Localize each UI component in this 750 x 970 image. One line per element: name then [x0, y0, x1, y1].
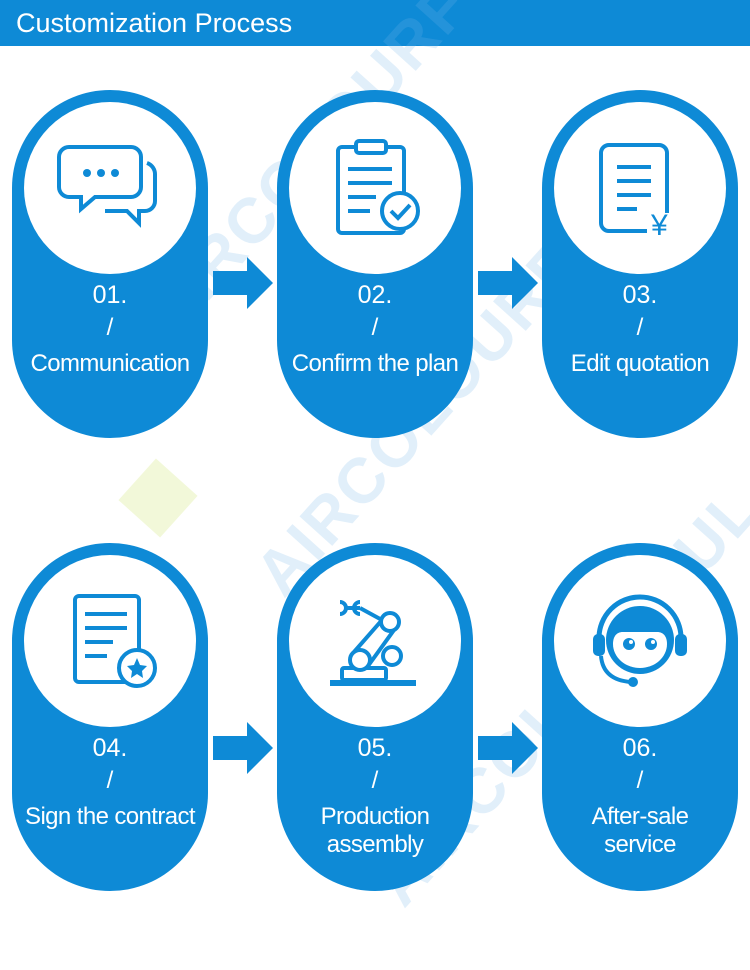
step-separator: /	[636, 314, 644, 341]
step-label: Confirm the plan	[277, 350, 473, 378]
step-separator: /	[636, 767, 644, 794]
step-separator: /	[106, 767, 114, 794]
robot-arm-icon	[330, 600, 416, 686]
step-production-assembly: 05. / Production assembly	[277, 543, 473, 891]
step-label-line: service	[604, 831, 676, 858]
step-label-line: assembly	[326, 831, 424, 858]
step-number: 03.	[622, 281, 658, 309]
step-label-line: Confirm the plan	[291, 350, 459, 377]
arrow-right-icon	[213, 257, 273, 309]
page-title: Customization Process	[16, 8, 293, 38]
step-icon-circle	[554, 555, 726, 727]
step-separator: /	[371, 314, 379, 341]
step-number: 02.	[357, 281, 393, 309]
step-label: Sign the contract	[12, 803, 208, 831]
step-label: After-sale service	[542, 803, 738, 859]
step-label: Communication	[12, 350, 208, 378]
watermark-badge	[118, 458, 198, 538]
clipboard-check-icon	[336, 139, 420, 235]
step-after-sale-service: 06. / After-sale service	[542, 543, 738, 891]
step-number: 06.	[622, 734, 658, 762]
step-label: Edit quotation	[542, 350, 738, 378]
step-icon-circle	[24, 102, 196, 274]
step-icon-circle	[289, 102, 461, 274]
step-label-line: Edit quotation	[570, 350, 710, 377]
yen-symbol: ¥	[650, 209, 668, 242]
arrow-right-icon	[478, 722, 538, 774]
step-separator: /	[106, 314, 114, 341]
step-number: 05.	[357, 734, 393, 762]
step-icon-circle	[289, 555, 461, 727]
step-label-line: Production	[320, 803, 430, 830]
step-sign-contract: 04. / Sign the contract	[12, 543, 208, 891]
step-edit-quotation: ¥ 03. / Edit quotation	[542, 90, 738, 438]
step-label-line: Communication	[30, 350, 191, 377]
header-bar: Customization Process	[0, 0, 750, 46]
headset-agent-icon	[593, 594, 687, 687]
chat-bubbles-icon	[57, 145, 157, 228]
contract-seal-icon	[73, 594, 157, 688]
step-confirm-plan: 02. / Confirm the plan	[277, 90, 473, 438]
step-label-line: After-sale	[591, 803, 689, 830]
step-number: 01.	[92, 281, 128, 309]
quotation-yen-icon: ¥	[599, 143, 669, 242]
step-label: Production assembly	[277, 803, 473, 859]
arrow-right-icon	[478, 257, 538, 309]
step-communication: 01. / Communication	[12, 90, 208, 438]
step-icon-circle	[24, 555, 196, 727]
step-icon-circle: ¥	[554, 102, 726, 274]
step-label-line: Sign the contract	[25, 803, 196, 830]
step-separator: /	[371, 767, 379, 794]
arrow-right-icon	[213, 722, 273, 774]
step-number: 04.	[92, 734, 128, 762]
